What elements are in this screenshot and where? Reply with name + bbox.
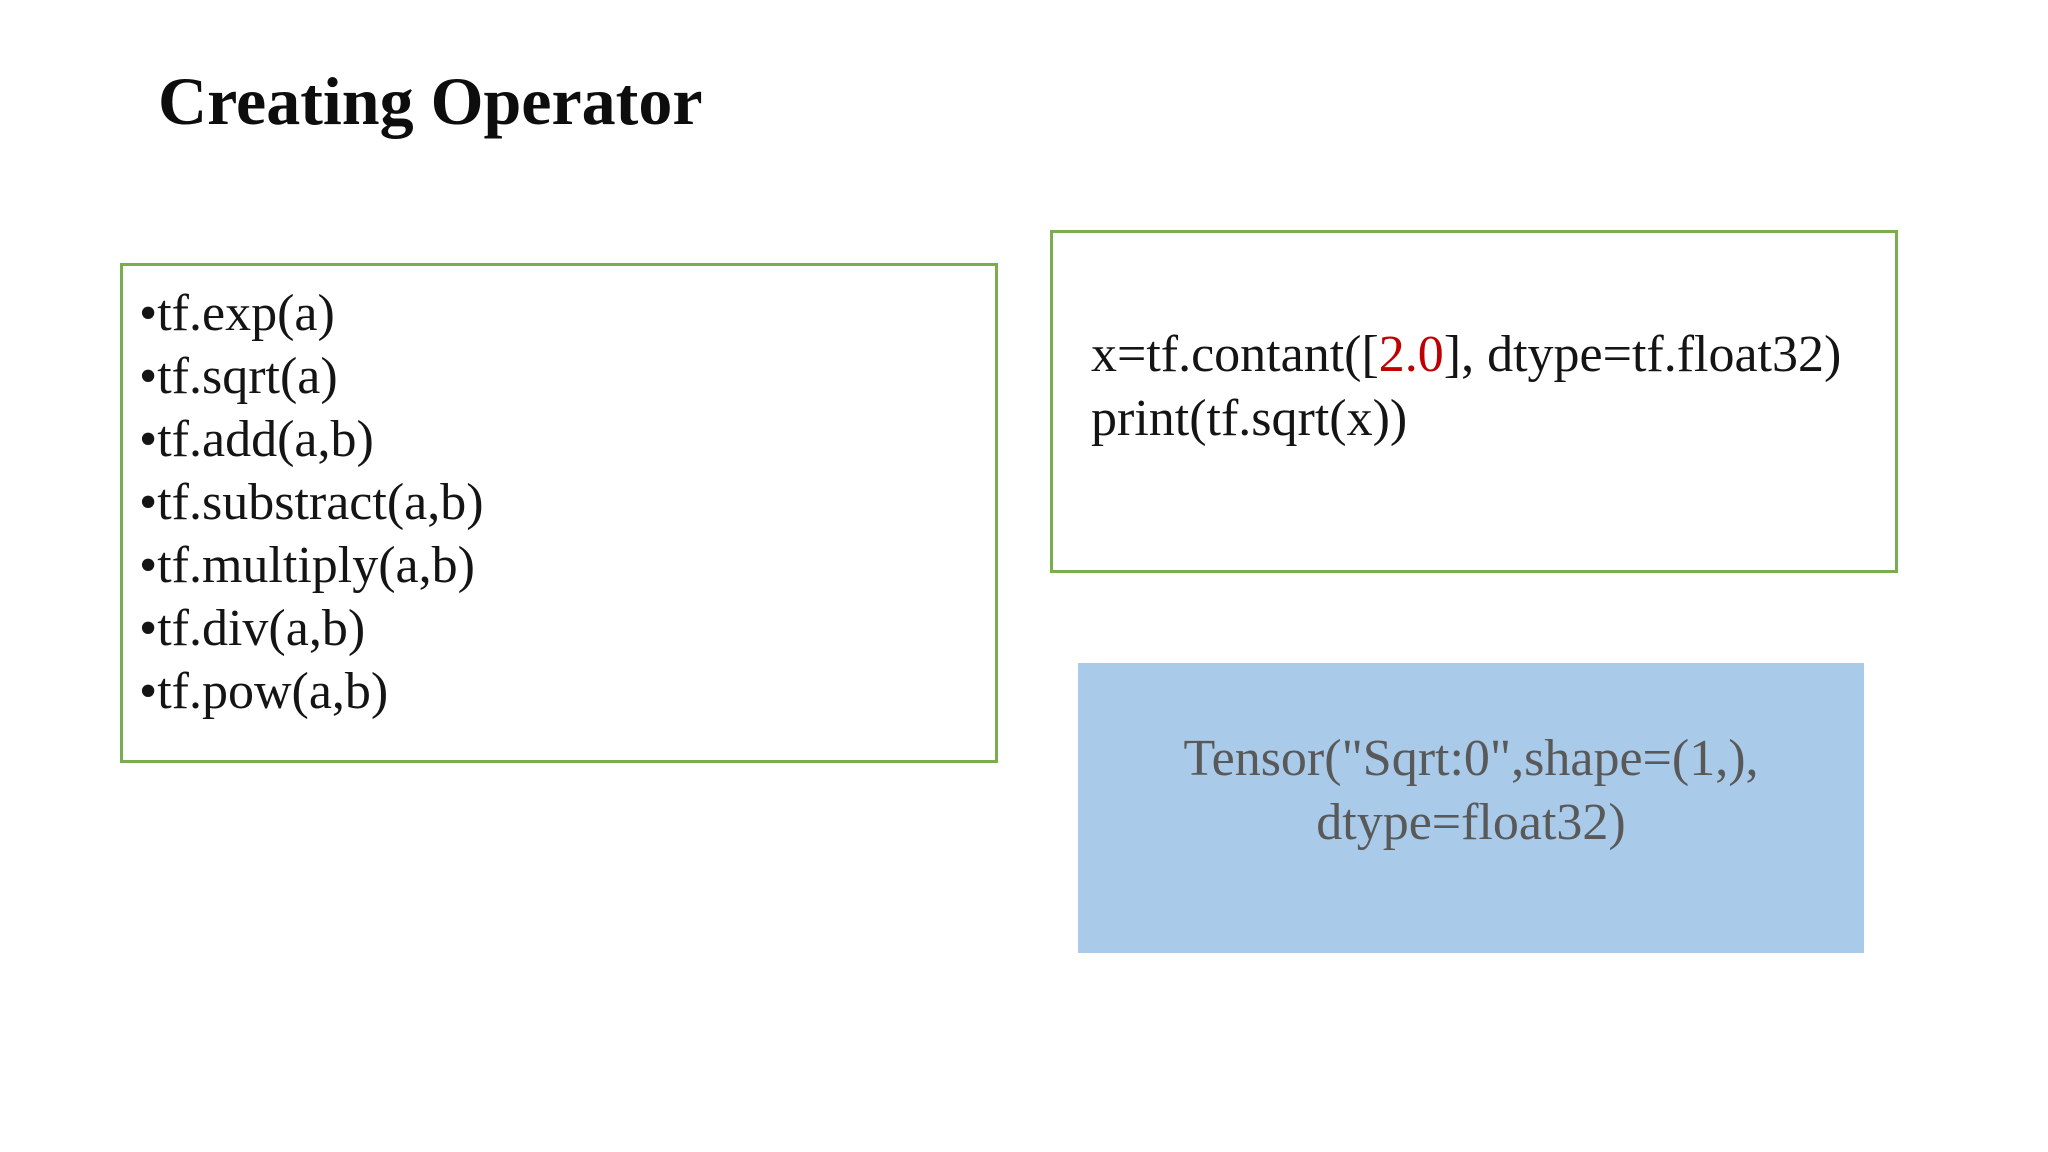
code-snippet-box: x=tf.contant([2.0], dtype=tf.float32) pr… <box>1050 230 1898 573</box>
slide-title: Creating Operator <box>158 63 703 139</box>
bullet-glyph: • <box>139 600 158 657</box>
bullet-glyph: • <box>139 537 158 594</box>
list-item: •tf.div(a,b) <box>139 597 985 660</box>
bullet-glyph: • <box>139 411 158 468</box>
operator-name: tf.add(a,b) <box>157 411 374 468</box>
code-line-1: x=tf.contant([2.0], dtype=tf.float32) <box>1091 323 1885 387</box>
list-item: •tf.pow(a,b) <box>139 660 985 723</box>
operator-name: tf.exp(a) <box>157 285 335 342</box>
bullet-glyph: • <box>139 474 158 531</box>
operator-name: tf.sqrt(a) <box>157 348 338 405</box>
operator-name: tf.div(a,b) <box>157 600 366 657</box>
operator-name: tf.substract(a,b) <box>157 474 484 531</box>
bullet-glyph: • <box>139 663 158 720</box>
code-text: x=tf.contant([ <box>1091 326 1379 383</box>
list-item: •tf.sqrt(a) <box>139 345 985 408</box>
output-line-2: dtype=float32) <box>1316 794 1626 851</box>
operators-list-box: •tf.exp(a) •tf.sqrt(a) •tf.add(a,b) •tf.… <box>120 263 998 763</box>
code-text: ], dtype=tf.float32) <box>1443 326 1842 383</box>
tensor-output-box: Tensor("Sqrt:0",shape=(1,), dtype=float3… <box>1078 663 1864 953</box>
list-item: •tf.multiply(a,b) <box>139 534 985 597</box>
list-item: •tf.add(a,b) <box>139 408 985 471</box>
list-item: •tf.exp(a) <box>139 282 985 345</box>
bullet-glyph: • <box>139 348 158 405</box>
list-item: •tf.substract(a,b) <box>139 471 985 534</box>
bullet-glyph: • <box>139 285 158 342</box>
output-line-1: Tensor("Sqrt:0",shape=(1,), <box>1183 730 1759 787</box>
operator-name: tf.pow(a,b) <box>157 663 389 720</box>
operator-name: tf.multiply(a,b) <box>157 537 475 594</box>
code-highlighted-value: 2.0 <box>1378 326 1444 383</box>
code-line-2: print(tf.sqrt(x)) <box>1091 390 1408 447</box>
